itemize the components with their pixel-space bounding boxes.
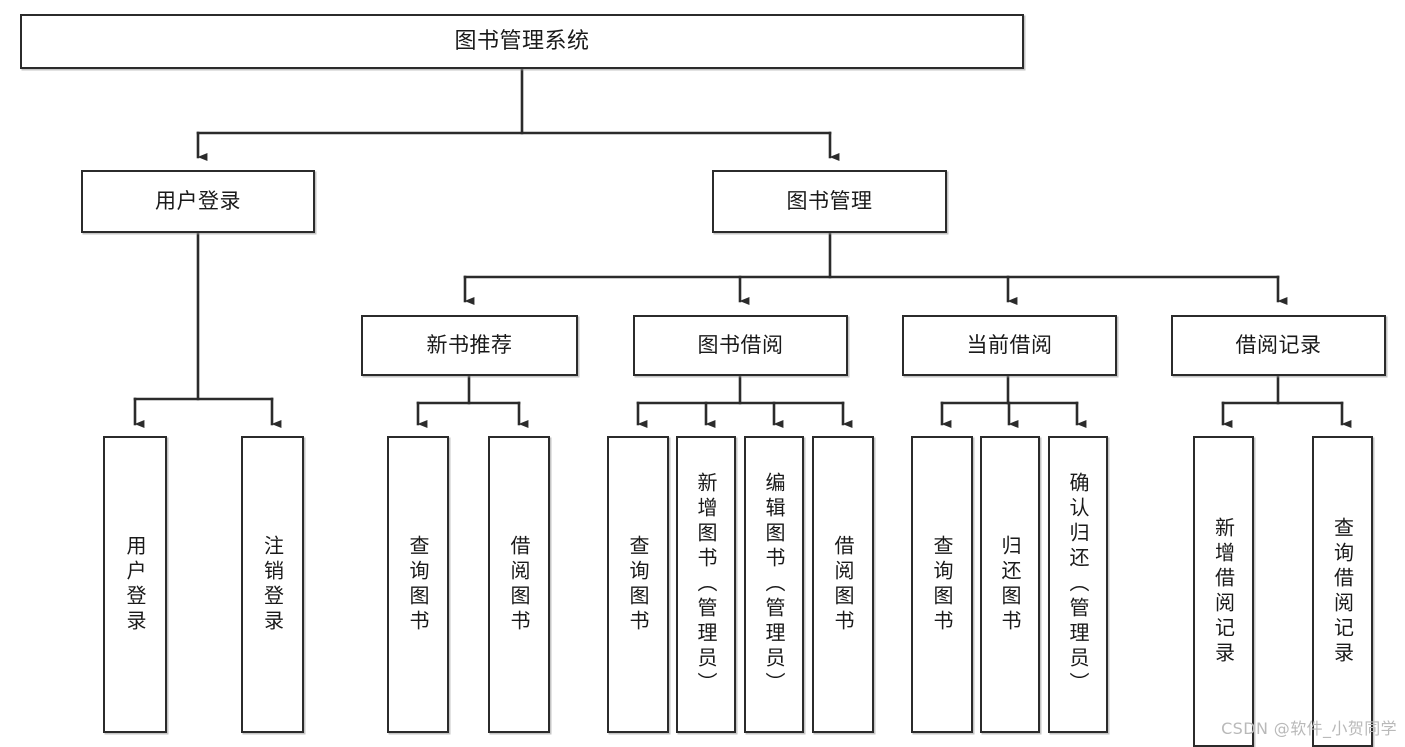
node-book-borrow[interactable]: 图书借阅 xyxy=(633,315,848,376)
node-book-borrow-label: 图书借阅 xyxy=(697,333,784,358)
node-leaf-borrow-book-2[interactable]: 借阅图书 xyxy=(812,436,874,733)
node-leaf-query-book-1-label: 查询图书 xyxy=(406,534,430,635)
node-leaf-query-book-2[interactable]: 查询图书 xyxy=(607,436,669,733)
node-leaf-borrow-book-1-label: 借阅图书 xyxy=(507,534,531,635)
node-leaf-query-book-3-label: 查询图书 xyxy=(930,534,954,635)
node-leaf-return-book-label: 归还图书 xyxy=(998,534,1022,635)
csdn-watermark: CSDN @软件_小贺同学 xyxy=(1221,719,1397,738)
node-root[interactable]: 图书管理系统 xyxy=(20,14,1024,69)
node-root-label: 图书管理系统 xyxy=(454,28,590,54)
node-user-login[interactable]: 用户登录 xyxy=(81,170,315,233)
node-leaf-borrow-book-1[interactable]: 借阅图书 xyxy=(488,436,550,733)
node-leaf-confirm-return[interactable]: 确认归还（管理员） xyxy=(1048,436,1108,733)
node-leaf-user-login-label: 用户登录 xyxy=(123,534,147,635)
node-leaf-add-record[interactable]: 新增借阅记录 xyxy=(1193,436,1254,747)
node-book-manage-label: 图书管理 xyxy=(786,189,873,214)
node-leaf-return-book[interactable]: 归还图书 xyxy=(980,436,1040,733)
node-leaf-query-record[interactable]: 查询借阅记录 xyxy=(1312,436,1373,747)
node-leaf-logout[interactable]: 注销登录 xyxy=(241,436,304,733)
node-leaf-edit-book-label: 编辑图书（管理员） xyxy=(762,472,786,697)
node-new-book-recommend[interactable]: 新书推荐 xyxy=(361,315,578,376)
node-leaf-user-login[interactable]: 用户登录 xyxy=(103,436,167,733)
node-leaf-query-book-2-label: 查询图书 xyxy=(626,534,650,635)
node-leaf-add-book[interactable]: 新增图书（管理员） xyxy=(676,436,736,733)
node-leaf-logout-label: 注销登录 xyxy=(260,534,285,635)
node-current-borrow[interactable]: 当前借阅 xyxy=(902,315,1117,376)
node-leaf-query-record-label: 查询借阅记录 xyxy=(1330,516,1355,667)
node-leaf-add-record-label: 新增借阅记录 xyxy=(1211,516,1236,667)
node-leaf-edit-book[interactable]: 编辑图书（管理员） xyxy=(744,436,804,733)
node-leaf-query-book-1[interactable]: 查询图书 xyxy=(387,436,449,733)
node-leaf-borrow-book-2-label: 借阅图书 xyxy=(831,534,855,635)
node-leaf-add-book-label: 新增图书（管理员） xyxy=(694,472,718,697)
node-borrow-record-label: 借阅记录 xyxy=(1235,333,1322,358)
node-current-borrow-label: 当前借阅 xyxy=(966,333,1053,358)
node-new-book-recommend-label: 新书推荐 xyxy=(426,333,513,358)
node-book-manage[interactable]: 图书管理 xyxy=(712,170,947,233)
node-leaf-query-book-3[interactable]: 查询图书 xyxy=(911,436,973,733)
node-borrow-record[interactable]: 借阅记录 xyxy=(1171,315,1386,376)
node-user-login-label: 用户登录 xyxy=(155,189,241,214)
node-leaf-confirm-return-label: 确认归还（管理员） xyxy=(1066,472,1090,697)
